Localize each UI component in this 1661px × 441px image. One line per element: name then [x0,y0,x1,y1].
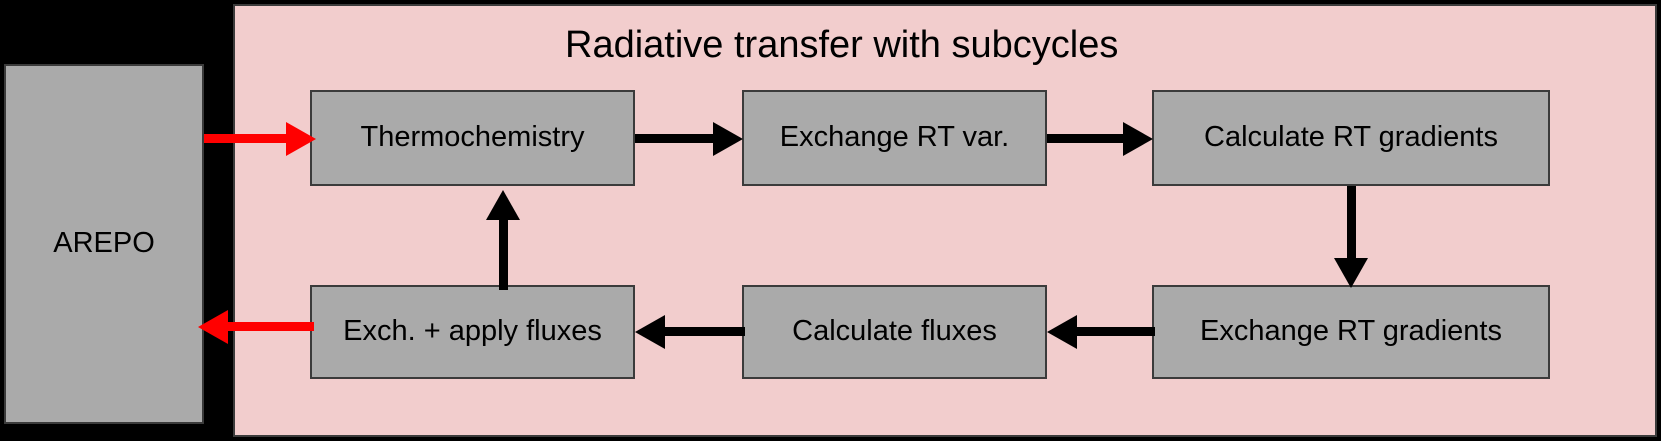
panel-title: Radiative transfer with subcycles [565,24,1119,66]
arrow-shaft [1347,186,1356,264]
arrow-exch-apply-fluxes-to-arepo-icon [198,306,314,348]
arrow-shaft [1073,327,1155,336]
arrow-shaft [204,134,290,143]
node-thermochemistry[interactable]: Thermochemistry [310,90,635,186]
arrow-head-down-icon [1334,258,1368,288]
arrow-head-left-icon [198,310,228,344]
arrow-head-right-icon [1123,122,1153,156]
node-exchange-rt-var[interactable]: Exchange RT var. [742,90,1047,186]
node-exch-apply-fluxes[interactable]: Exch. + apply fluxes [310,285,635,379]
arrow-exchange-rt-var-to-calculate-rt-gradients-icon [1047,118,1155,160]
arrow-shaft [663,327,745,336]
arepo-module-box[interactable]: AREPO [4,64,204,424]
arrow-exchange-rt-gradients-to-calculate-fluxes-icon [1047,311,1155,353]
arrow-shaft [226,322,314,331]
arrow-calculate-rt-gradients-to-exchange-rt-gradients-icon [1332,186,1370,288]
arrow-shaft [635,134,717,143]
node-exchange-rt-gradients[interactable]: Exchange RT gradients [1152,285,1550,379]
arrow-head-up-icon [486,190,520,220]
arrow-head-left-icon [1047,315,1077,349]
arrow-shaft [499,216,508,290]
arrow-exch-apply-fluxes-to-thermochemistry-icon [484,190,522,290]
node-calculate-fluxes[interactable]: Calculate fluxes [742,285,1047,379]
arrow-shaft [1047,134,1127,143]
arrow-thermochemistry-to-exchange-rt-var-icon [635,118,745,160]
arrow-head-left-icon [635,315,665,349]
arrow-head-right-icon [713,122,743,156]
arrow-arepo-to-thermochemistry-icon [204,118,316,160]
arrow-head-right-icon [286,122,316,156]
node-calculate-rt-gradients[interactable]: Calculate RT gradients [1152,90,1550,186]
arrow-calculate-fluxes-to-exch-apply-fluxes-icon [635,311,745,353]
